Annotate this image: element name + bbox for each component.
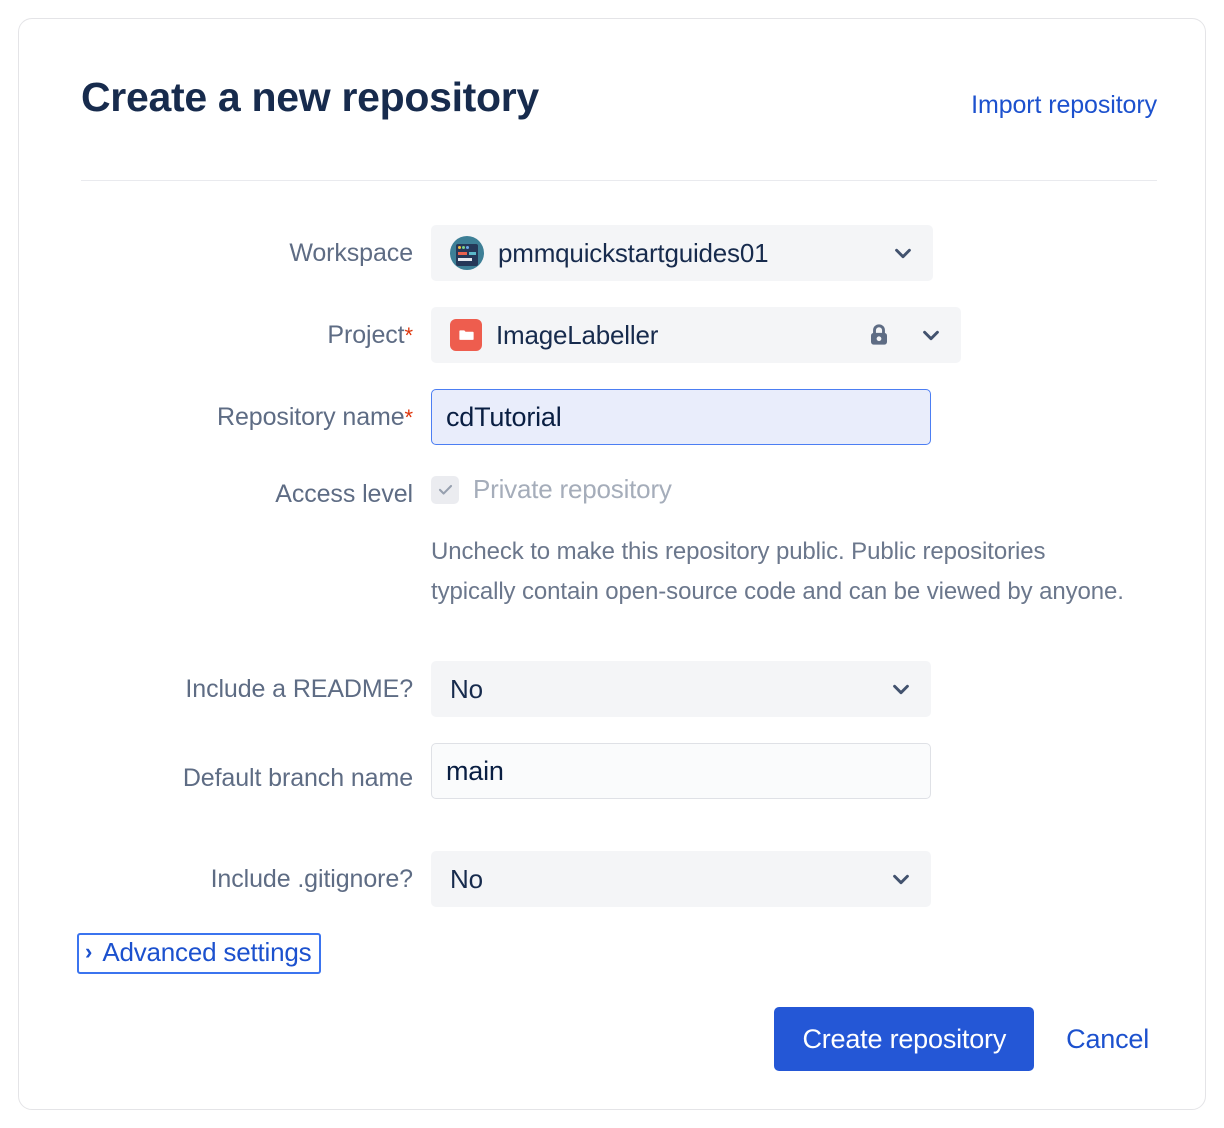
workspace-field-wrap: pmmquickstartguides01 [431, 225, 933, 281]
chevron-down-icon [890, 678, 912, 700]
project-required-marker: * [404, 323, 414, 348]
project-label-text: Project [327, 321, 405, 349]
workspace-label: Workspace [289, 239, 413, 267]
workspace-value: pmmquickstartguides01 [498, 237, 769, 268]
project-value: ImageLabeller [496, 319, 659, 350]
include-gitignore-value: No [450, 863, 483, 894]
repository-name-required-marker: * [404, 405, 414, 430]
chevron-down-icon [920, 324, 942, 346]
form-actions: Create repository Cancel [774, 1007, 1155, 1071]
repository-name-label-text: Repository name [217, 403, 405, 431]
chevron-down-icon [892, 242, 914, 264]
cancel-button[interactable]: Cancel [1060, 1023, 1155, 1056]
include-gitignore-select[interactable]: No [431, 851, 931, 907]
create-repository-button[interactable]: Create repository [774, 1007, 1035, 1071]
default-branch-value: main [446, 755, 504, 786]
lock-icon [864, 320, 894, 350]
workspace-select[interactable]: pmmquickstartguides01 [431, 225, 933, 281]
include-readme-label: Include a README? [185, 675, 413, 703]
page-title: Create a new repository [81, 74, 539, 120]
chevron-down-icon [890, 868, 912, 890]
default-branch-field-wrap: main [431, 743, 931, 799]
include-readme-select[interactable]: No [431, 661, 931, 717]
check-icon [438, 484, 452, 495]
include-gitignore-label: Include .gitignore? [210, 865, 414, 893]
private-repository-checkbox[interactable] [431, 475, 459, 504]
import-repository-link[interactable]: Import repository [971, 91, 1157, 119]
project-select[interactable]: ImageLabeller [431, 307, 961, 363]
chevron-right-icon: › [85, 939, 93, 965]
access-level-help-text: Uncheck to make this repository public. … [431, 538, 1124, 605]
include-gitignore-field-wrap: No [431, 851, 931, 907]
private-repository-checkbox-row[interactable]: Private repository [431, 474, 672, 505]
include-readme-value: No [450, 673, 483, 704]
repository-name-input[interactable]: cdTutorial [431, 389, 931, 445]
project-label: Project* [81, 320, 413, 351]
access-level-label: Access level [275, 480, 413, 508]
default-branch-label: Default branch name [182, 764, 413, 792]
include-readme-field-wrap: No [431, 661, 931, 717]
private-repository-checkbox-label: Private repository [473, 474, 672, 504]
default-branch-input[interactable]: main [431, 743, 931, 799]
project-field-wrap: ImageLabeller [431, 307, 961, 363]
repository-name-label: Repository name* [81, 402, 413, 433]
advanced-settings-toggle[interactable]: › Advanced settings [77, 933, 322, 974]
folder-icon [450, 319, 482, 351]
repository-name-value: cdTutorial [446, 401, 562, 432]
create-repository-card: Create a new repository Import repositor… [18, 18, 1206, 1110]
repository-name-field-wrap: cdTutorial [431, 389, 931, 445]
card-header: Create a new repository Import repositor… [81, 77, 1157, 181]
advanced-settings-label: Advanced settings [102, 937, 312, 967]
workspace-avatar-icon [450, 236, 484, 270]
